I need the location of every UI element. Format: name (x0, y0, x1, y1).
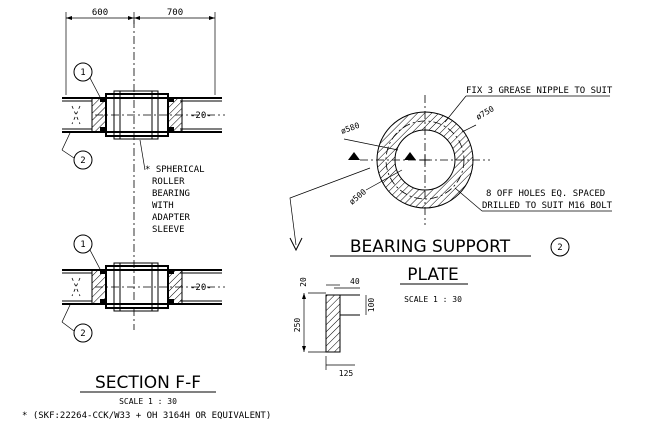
note-holes-line-2: DRILLED TO SUIT M16 BOLT (482, 201, 613, 211)
callout-1-lower-text: 1 (80, 240, 85, 250)
leader-arrow-icon (289, 237, 303, 252)
member-label-lower: -20- (190, 283, 212, 293)
plate-title-line-2: PLATE (407, 265, 459, 285)
detail-dim-250: 250 (293, 318, 302, 333)
note-grease-nipple: FIX 3 GREASE NIPPLE TO SUIT (466, 86, 613, 96)
callout-1-upper-text: 1 (80, 68, 85, 78)
plate-title-line-1: BEARING SUPPORT (350, 237, 511, 257)
callout-2-lower: 2 (61, 304, 93, 343)
section-arrow-left (348, 152, 360, 160)
callout-1-upper: 1 (73, 62, 101, 98)
note-line-5: ADAPTER (152, 213, 191, 223)
detail-hatched-plate (325, 294, 341, 353)
detail-dim-20: 20 (299, 277, 308, 287)
member-label-upper: -20- (190, 111, 212, 121)
bearing-support-plate-view: ø580 ø750 ø500 FIX 3 GREASE NIPPLE TO SU… (289, 86, 613, 304)
detail-dim-100: 100 (367, 298, 376, 313)
lower-bearing-assembly: -20- (62, 262, 225, 312)
note-line-2: ROLLER (152, 177, 185, 187)
note-holes-line-1: 8 OFF HOLES EQ. SPACED (486, 189, 605, 199)
section-f-f-view: 600 700 (61, 8, 225, 406)
detail-dim-40: 40 (350, 277, 360, 286)
plate-hatch (376, 112, 473, 208)
callout-2-upper-text: 2 (80, 156, 85, 166)
plate-scale: SCALE 1 : 30 (404, 295, 462, 304)
callout-1-lower: 1 (73, 234, 101, 270)
plate-detail-section: 250 20 40 100 125 (293, 277, 376, 378)
callout-2-lower-text: 2 (80, 329, 85, 339)
section-title: SECTION F-F (95, 373, 201, 393)
dim-dia-500: ø500 (348, 187, 369, 206)
section-arrow-right (404, 152, 416, 160)
top-dimension: 600 700 (65, 8, 216, 95)
callout-2-upper: 2 (61, 132, 93, 170)
upper-bearing-assembly: -20- (62, 90, 225, 140)
footnote: * (SKF:22264-CCK/W33 + OH 3164H OR EQUIV… (22, 411, 271, 421)
note-line-6: SLEEVE (152, 225, 185, 235)
dim-600: 600 (92, 8, 108, 18)
section-scale: SCALE 1 : 30 (119, 397, 177, 406)
bearing-note: * SPHERICAL ROLLER BEARING WITH ADAPTER … (139, 139, 205, 235)
dim-dia-580: ø580 (340, 121, 361, 136)
note-line-3: BEARING (152, 189, 190, 199)
plate-callout-text: 2 (557, 243, 562, 253)
detail-dim-125: 125 (339, 369, 354, 378)
plate-callout-2: 2 (550, 237, 570, 257)
note-line-4: WITH (152, 201, 174, 211)
dim-700: 700 (167, 8, 183, 18)
note-line-1: * SPHERICAL (145, 165, 205, 175)
dim-dia-750: ø750 (475, 104, 496, 122)
